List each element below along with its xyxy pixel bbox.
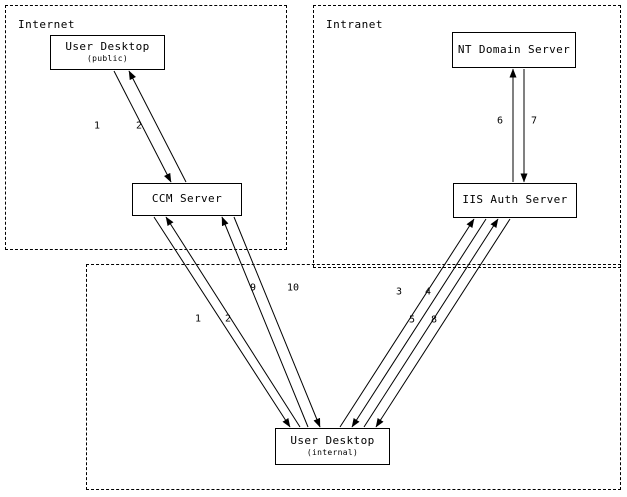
edge-label-e3: 3	[395, 286, 403, 298]
node-title: CCM Server	[151, 192, 223, 206]
node-user-desktop-public[interactable]: User Desktop(public)	[50, 35, 165, 70]
edge-label-e6: 6	[496, 115, 504, 127]
node-title: User Desktop	[65, 40, 150, 54]
zone-label-internet: Internet	[18, 18, 75, 31]
node-iis-auth-server[interactable]: IIS Auth Server	[453, 183, 577, 218]
zone-label-intranet: Intranet	[326, 18, 383, 31]
node-user-desktop-internal[interactable]: User Desktop(internal)	[275, 428, 390, 465]
edge-label-e4: 4	[424, 286, 432, 298]
node-subtitle: (public)	[87, 54, 128, 64]
edge-label-e7: 7	[530, 115, 538, 127]
edge-label-e5: 5	[408, 314, 416, 326]
edge-label-e10: 10	[286, 282, 300, 294]
node-title: User Desktop	[290, 434, 375, 448]
edge-label-e9: 9	[249, 282, 257, 294]
node-title: NT Domain Server	[457, 42, 571, 56]
edge-label-e8: 8	[430, 314, 438, 326]
edge-label-e1: 1	[93, 120, 101, 132]
node-ccm-server[interactable]: CCM Server	[132, 183, 242, 216]
node-nt-domain-server[interactable]: NT Domain Server	[452, 32, 576, 68]
edge-label-e2: 2	[135, 120, 143, 132]
edge-label-e1b: 1	[194, 313, 202, 325]
zone-internet	[5, 5, 287, 250]
node-subtitle: (internal)	[306, 448, 359, 458]
node-title: IIS Auth Server	[462, 193, 568, 207]
edge-label-e2b: 2	[224, 313, 232, 325]
